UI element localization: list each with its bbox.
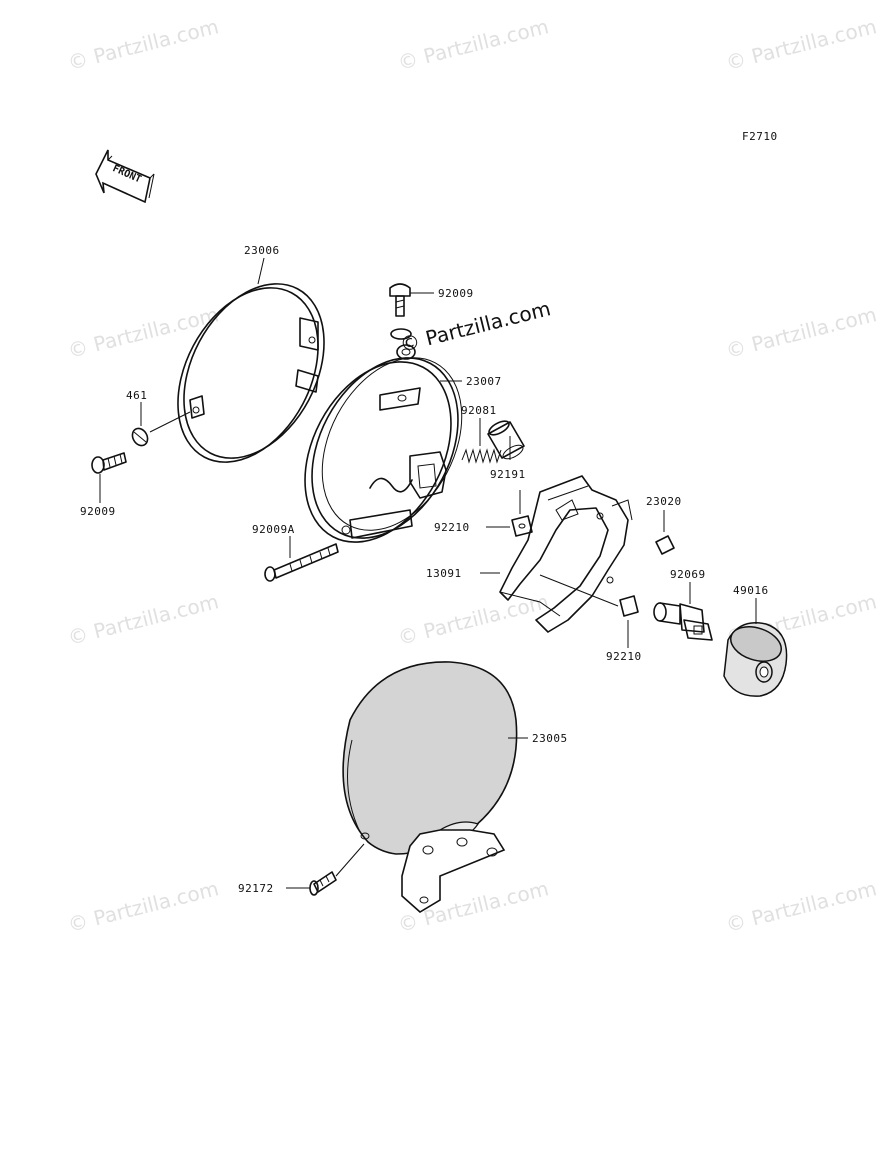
screw-92172 [309, 871, 337, 896]
screw-92009A [264, 543, 339, 582]
washer-461 [131, 427, 149, 447]
watermark-center: © Partzilla.com [397, 296, 553, 357]
reflector-ring-23007 [304, 357, 463, 543]
leader-line [539, 574, 619, 607]
washer-top [390, 328, 416, 360]
watermark: © Partzilla.com [65, 589, 221, 650]
part-label-92009-top: 92009 [438, 287, 474, 300]
watermark: © Partzilla.com [65, 876, 221, 937]
diagram-code: F2710 [742, 130, 778, 143]
part-label-461: 461 [126, 389, 147, 402]
part-label-13091: 13091 [426, 567, 462, 580]
watermark: © Partzilla.com [395, 589, 551, 650]
part-label-23020: 23020 [646, 495, 682, 508]
housing-23005 [342, 661, 518, 913]
cap-23020 [655, 535, 675, 555]
clip-92210-top [511, 515, 533, 537]
part-label-92191: 92191 [490, 468, 526, 481]
part-label-92210-top: 92210 [434, 521, 470, 534]
part-label-23005: 23005 [532, 732, 568, 745]
part-label-23006: 23006 [244, 244, 280, 257]
leader-line [149, 411, 191, 433]
spring-92081 [461, 448, 502, 464]
part-label-23007: 23007 [466, 375, 502, 388]
clip-92210-bottom [619, 595, 639, 617]
front-arrow-icon: FRONT [95, 149, 155, 204]
watermark: © Partzilla.com [395, 14, 551, 75]
watermark: © Partzilla.com [723, 876, 879, 937]
tube-92191 [487, 420, 525, 460]
leader-line [257, 257, 265, 285]
part-label-92069: 92069 [670, 568, 706, 581]
leader-line [335, 843, 365, 877]
part-label-92009A: 92009A [252, 523, 295, 536]
screw-92009-top [389, 283, 411, 317]
watermark: © Partzilla.com [65, 302, 221, 363]
rubber-cover-49016 [723, 622, 788, 697]
watermark: © Partzilla.com [723, 14, 879, 75]
part-label-49016: 49016 [733, 584, 769, 597]
bulb-92069 [653, 602, 713, 641]
part-label-92172: 92172 [238, 882, 274, 895]
watermark: © Partzilla.com [723, 302, 879, 363]
part-label-92210-bottom: 92210 [606, 650, 642, 663]
watermark: © Partzilla.com [65, 14, 221, 75]
screw-92009-left [91, 452, 127, 474]
rim-ring-23006 [177, 283, 325, 463]
part-label-92009-left: 92009 [80, 505, 116, 518]
part-label-92081: 92081 [461, 404, 497, 417]
bracket-13091 [499, 475, 633, 633]
